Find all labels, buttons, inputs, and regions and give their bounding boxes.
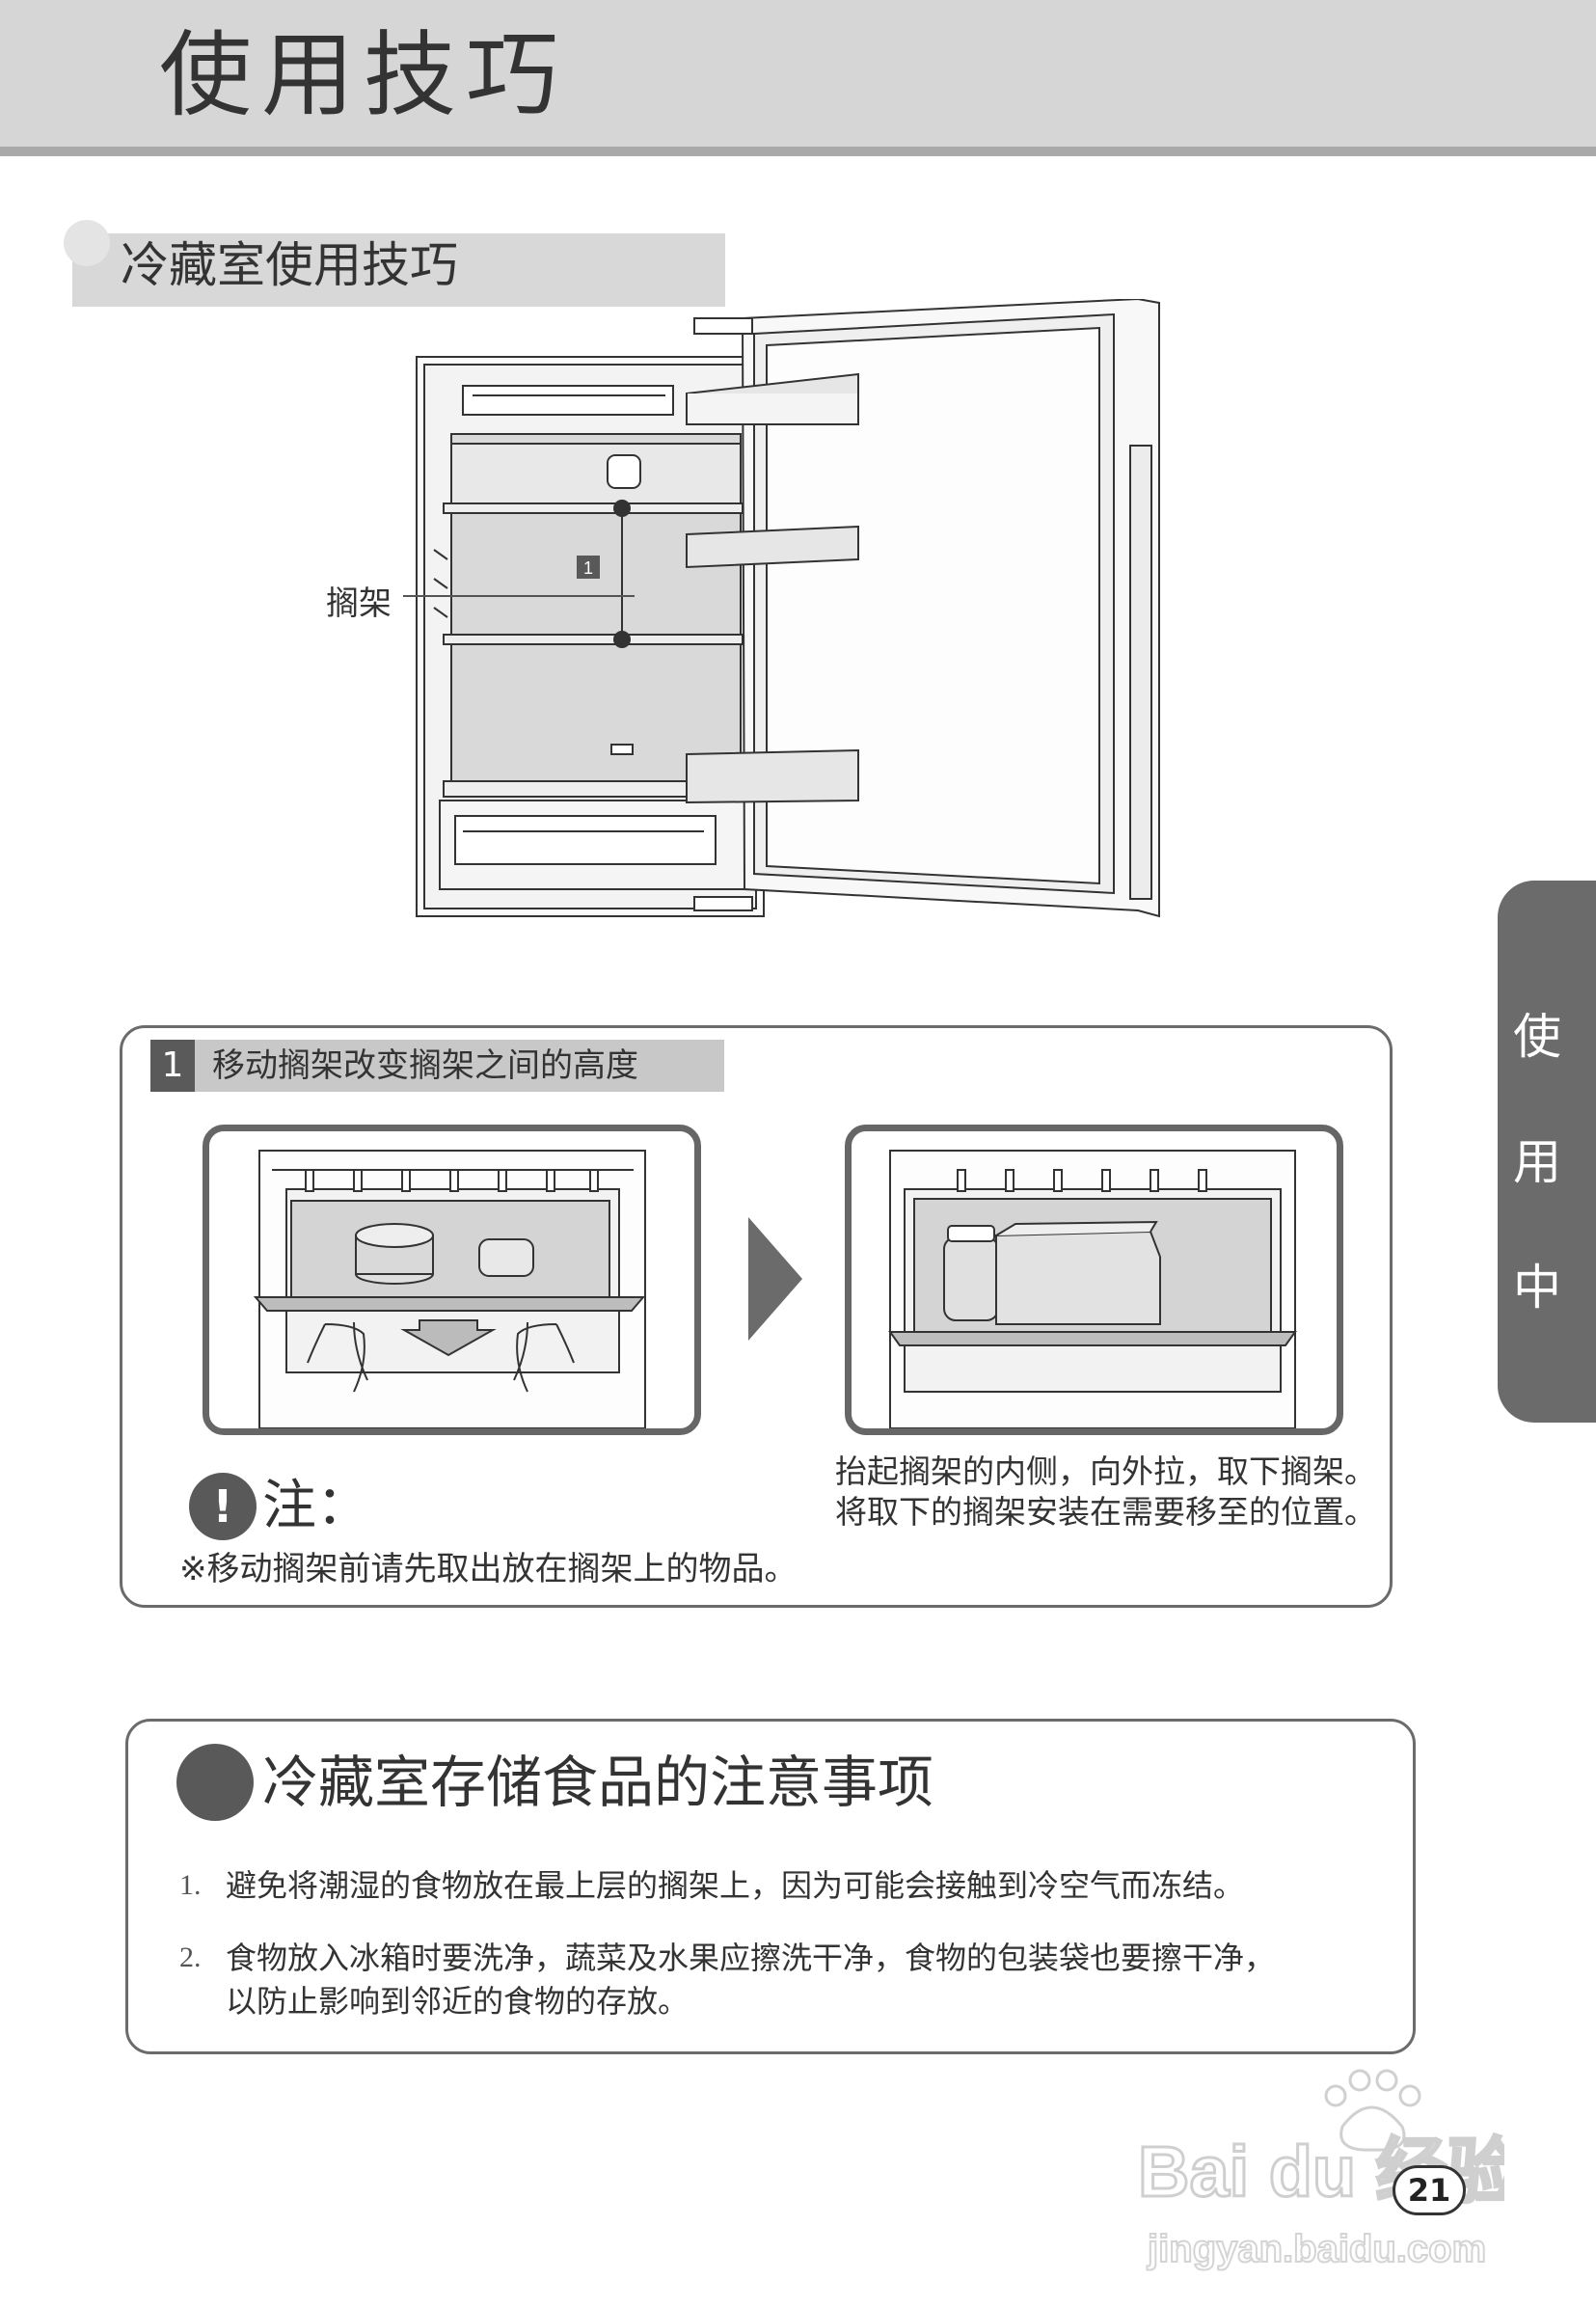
arrow-right-icon <box>748 1217 802 1341</box>
step-title: 移动搁架改变搁架之间的高度 <box>212 1046 638 1085</box>
illustration-remove-shelf <box>203 1125 701 1435</box>
instruction-text: 抬起搁架的内侧，向外拉，取下搁架。 将取下的搁架安装在需要移至的位置。 <box>835 1452 1376 1533</box>
instruction-line: 将取下的搁架安装在需要移至的位置。 <box>835 1493 1376 1531</box>
list-item: 食物放入冰箱时要洗净，蔬菜及水果应擦洗干净，食物的包装袋也要擦干净， <box>226 1940 1276 1976</box>
fridge-illustration: 1 <box>416 299 1160 918</box>
bullet-circle-icon <box>176 1744 254 1821</box>
step-box <box>120 1025 1393 1608</box>
leader-line <box>403 595 635 597</box>
notice-title: 冷藏室存储食品的注意事项 <box>262 1750 934 1815</box>
side-tab-char: 用 <box>1513 1134 1561 1190</box>
header-band <box>0 0 1596 147</box>
section-heading-band <box>72 233 725 307</box>
page-title: 使用技巧 <box>159 21 568 129</box>
instruction-line: 抬起搁架的内侧，向外拉，取下搁架。 <box>835 1452 1376 1490</box>
header-rule <box>0 147 1596 156</box>
list-item-number: 1. <box>179 1869 202 1901</box>
warning-icon: ! <box>189 1473 257 1540</box>
section-title: 冷藏室使用技巧 <box>121 237 458 293</box>
step-number: 1 <box>150 1040 195 1092</box>
shelf-label: 搁架 <box>326 584 392 623</box>
chapter-side-tab: 使 用 中 <box>1498 881 1596 1423</box>
illustration-install-shelf <box>845 1125 1343 1435</box>
notice-box <box>125 1719 1416 2054</box>
bullet-circle-icon <box>64 220 110 266</box>
page-number: 21 <box>1393 2165 1466 2215</box>
list-item-number: 2. <box>179 1941 202 1973</box>
callout-number: 1 <box>583 558 593 578</box>
note-text: ※移动搁架前请先取出放在搁架上的物品。 <box>179 1550 798 1588</box>
side-tab-char: 中 <box>1513 1260 1561 1316</box>
note-label: 注： <box>262 1475 370 1537</box>
side-tab-char: 使 <box>1513 1009 1561 1065</box>
step-heading-band <box>150 1040 724 1092</box>
watermark-url: jingyan.baidu.com <box>1147 2228 1486 2270</box>
list-item: 避免将潮湿的食物放在最上层的搁架上，因为可能会接触到冷空气而冻结。 <box>226 1867 1245 1904</box>
list-item-continuation: 以防止影响到邻近的食物的存放。 <box>226 1983 690 2020</box>
